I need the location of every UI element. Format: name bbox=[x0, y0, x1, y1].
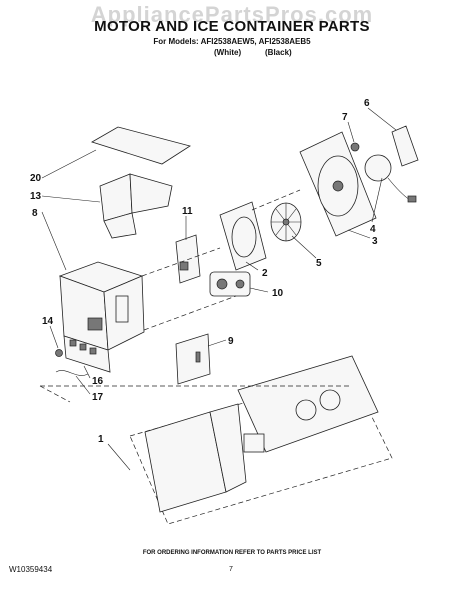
callout-17: 17 bbox=[92, 392, 104, 403]
document-number: W10359434 bbox=[9, 565, 53, 574]
callout-5: 5 bbox=[316, 258, 322, 269]
alignment-lines bbox=[39, 189, 350, 403]
callout-leaders bbox=[41, 107, 397, 471]
callout-10: 10 bbox=[272, 288, 284, 299]
part-20-insulation bbox=[91, 126, 191, 165]
diagram-title: MOTOR AND ICE CONTAINER PARTS bbox=[94, 18, 370, 35]
part-17-wire bbox=[55, 370, 89, 376]
callout-13: 13 bbox=[30, 191, 42, 202]
color-black-label: (Black) bbox=[265, 48, 292, 57]
callout-1: 1 bbox=[98, 434, 104, 445]
part-9-cover-plate bbox=[175, 333, 211, 385]
callout-11: 11 bbox=[182, 206, 193, 217]
part-6-bracket bbox=[391, 125, 419, 167]
part-16-control-board bbox=[63, 335, 111, 373]
part-7-nut bbox=[350, 142, 360, 152]
callout-8: 8 bbox=[32, 208, 38, 219]
page-number: 7 bbox=[229, 566, 233, 573]
callout-numbers: 20 13 8 11 2 5 3 4 6 7 10 9 14 16 17 1 bbox=[30, 98, 378, 445]
callout-20: 20 bbox=[30, 173, 42, 184]
color-white-label: (White) bbox=[214, 48, 242, 57]
callout-9: 9 bbox=[228, 336, 234, 347]
callout-6: 6 bbox=[364, 98, 370, 109]
part-4-auger-motor bbox=[364, 154, 417, 203]
part-10-motor bbox=[209, 271, 251, 297]
callout-14: 14 bbox=[42, 316, 54, 327]
ordering-footer: FOR ORDERING INFORMATION REFER TO PARTS … bbox=[142, 550, 322, 556]
part-3-motor-mount bbox=[299, 131, 377, 237]
part-1-ice-container bbox=[129, 355, 393, 525]
callout-4: 4 bbox=[370, 224, 376, 235]
callout-3: 3 bbox=[372, 236, 378, 247]
watermark: AppliancePartsPros.com bbox=[90, 2, 374, 27]
part-8-housing bbox=[58, 261, 145, 351]
part-13-duct bbox=[99, 173, 173, 239]
part-5-fan-blade bbox=[270, 202, 302, 242]
callout-16: 16 bbox=[92, 376, 104, 387]
callout-7: 7 bbox=[342, 112, 348, 123]
part-14-screw bbox=[55, 349, 63, 357]
part-2-shroud bbox=[219, 201, 267, 271]
callout-2: 2 bbox=[262, 268, 268, 279]
model-numbers: For Models: AFI2538AEW5, AFI2538AEB5 bbox=[153, 37, 311, 46]
part-11-switch bbox=[175, 234, 201, 284]
